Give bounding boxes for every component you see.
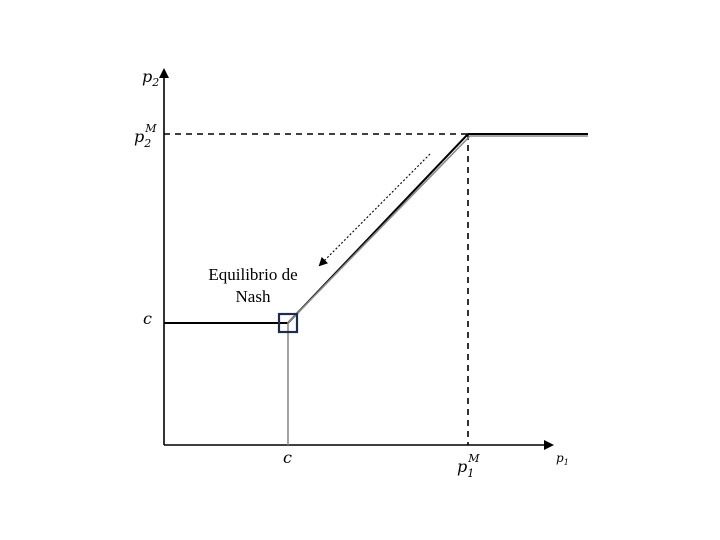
nash-equilibrium-marker [277, 312, 299, 334]
tick-label-p1m: p1M [457, 452, 480, 480]
reaction-curve-firm-2 [164, 133, 588, 324]
x-axis-label: p1 [556, 451, 569, 467]
tick-label-c-horizontal: c [283, 448, 292, 467]
y-axis-label: p2 [142, 67, 159, 89]
reaction-curve-firm-1 [287, 135, 588, 445]
convergence-arrow [318, 153, 431, 267]
annotation-line-2: Nash [236, 287, 271, 306]
tick-label-p2m: p2M [134, 122, 157, 150]
annotation-line-1: Equilibrio de [208, 265, 297, 284]
tick-label-c-vertical: c [143, 309, 152, 328]
